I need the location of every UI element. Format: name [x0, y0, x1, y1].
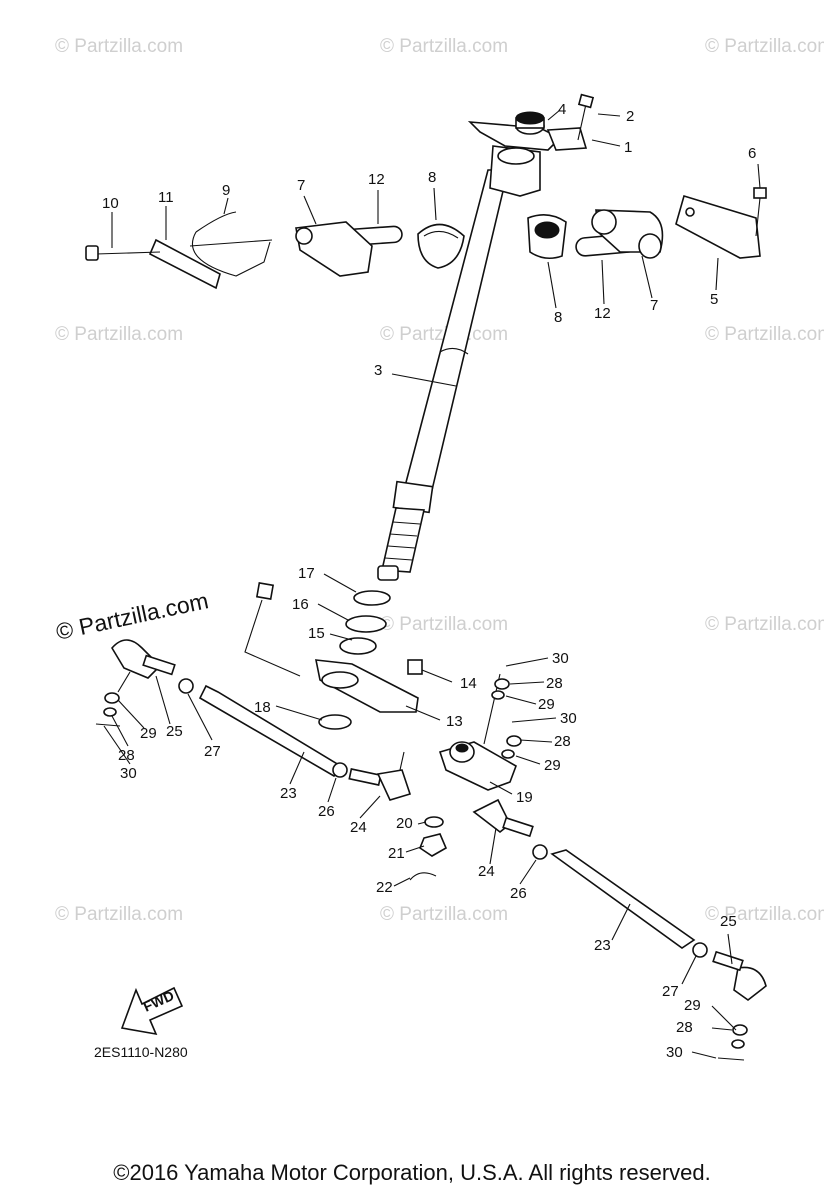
tie-rod-end-center — [348, 751, 412, 801]
watermark: © Partzilla.com — [705, 614, 824, 635]
diagram-code: 2ES1110-N280 — [94, 1044, 188, 1060]
watermark: © Partzilla.com — [380, 614, 508, 635]
callout-label: 26 — [510, 885, 527, 902]
watermark: © Partzilla.com — [55, 324, 183, 345]
callout-label: 30 — [666, 1044, 683, 1061]
callout-label: 29 — [544, 757, 561, 774]
callout-label: 8 — [554, 309, 562, 326]
callout-labels: 1 2 3 4 5 6 7 7 8 8 9 10 11 12 12 13 14 … — [102, 101, 756, 1061]
callout-label: 30 — [120, 765, 137, 782]
callout-label: 17 — [298, 565, 315, 582]
callout-label: 5 — [710, 291, 718, 308]
callout-label: 28 — [118, 747, 135, 764]
callout-label: 18 — [254, 699, 271, 716]
callout-label: 20 — [396, 815, 413, 832]
callout-label: 30 — [560, 710, 577, 727]
callout-label: 3 — [374, 362, 382, 379]
watermark: © Partzilla.com — [705, 36, 824, 57]
callout-label: 19 — [516, 789, 533, 806]
callout-label: 29 — [538, 696, 555, 713]
callout-label: 23 — [594, 937, 611, 954]
callout-label: 10 — [102, 195, 119, 212]
pitman-arm — [244, 581, 423, 730]
callout-label: 28 — [676, 1019, 693, 1036]
callout-label: 9 — [222, 182, 230, 199]
callout-label: 16 — [292, 596, 309, 613]
center-relay-arm — [409, 673, 522, 881]
steering-column — [377, 121, 562, 581]
callout-label: 6 — [748, 145, 756, 162]
callout-label: 30 — [552, 650, 569, 667]
callout-label: 7 — [297, 177, 305, 194]
left-bushing-assembly — [85, 211, 465, 290]
watermark: © Partzilla.com — [705, 904, 824, 925]
copyright-footer: ©2016 Yamaha Motor Corporation, U.S.A. A… — [113, 1160, 711, 1185]
callout-label: 24 — [478, 863, 495, 880]
callout-label: 11 — [158, 189, 174, 206]
watermark-layer: © Partzilla.com © Partzilla.com © Partzi… — [54, 36, 824, 925]
watermark: © Partzilla.com — [380, 904, 508, 925]
callout-label: 25 — [720, 913, 737, 930]
callout-label: 23 — [280, 785, 297, 802]
callout-label: 28 — [546, 675, 563, 692]
watermark-featured: © Partzilla.com — [54, 587, 211, 645]
callout-label: 21 — [388, 845, 405, 862]
callout-label: 13 — [446, 713, 463, 730]
watermark: © Partzilla.com — [380, 36, 508, 57]
callout-label: 4 — [558, 101, 566, 118]
callout-label: 15 — [308, 625, 325, 642]
callout-label: 2 — [626, 108, 634, 125]
callout-label: 1 — [624, 139, 632, 156]
callout-label: 8 — [428, 169, 436, 186]
callout-label: 22 — [376, 879, 393, 896]
tie-rod-left — [95, 639, 348, 778]
leader-lines — [103, 109, 761, 1059]
callout-label: 7 — [650, 297, 658, 314]
callout-label: 29 — [684, 997, 701, 1014]
tie-rod-right — [472, 798, 767, 1061]
callout-label: 28 — [554, 733, 571, 750]
callout-label: 25 — [166, 723, 183, 740]
callout-label: 24 — [350, 819, 367, 836]
watermark: © Partzilla.com — [55, 904, 183, 925]
callout-label: 27 — [204, 743, 221, 760]
callout-label: 12 — [368, 171, 385, 188]
callout-label: 26 — [318, 803, 335, 820]
callout-label: 12 — [594, 305, 611, 322]
callout-label: 14 — [460, 675, 477, 692]
column-top-parts — [515, 93, 595, 151]
callout-label: 27 — [662, 983, 679, 1000]
callout-label: 29 — [140, 725, 157, 742]
right-bushing-assembly — [527, 187, 767, 260]
forward-direction-arrow: FWD — [120, 986, 184, 1036]
watermark: © Partzilla.com — [55, 36, 183, 57]
watermark: © Partzilla.com — [705, 324, 824, 345]
